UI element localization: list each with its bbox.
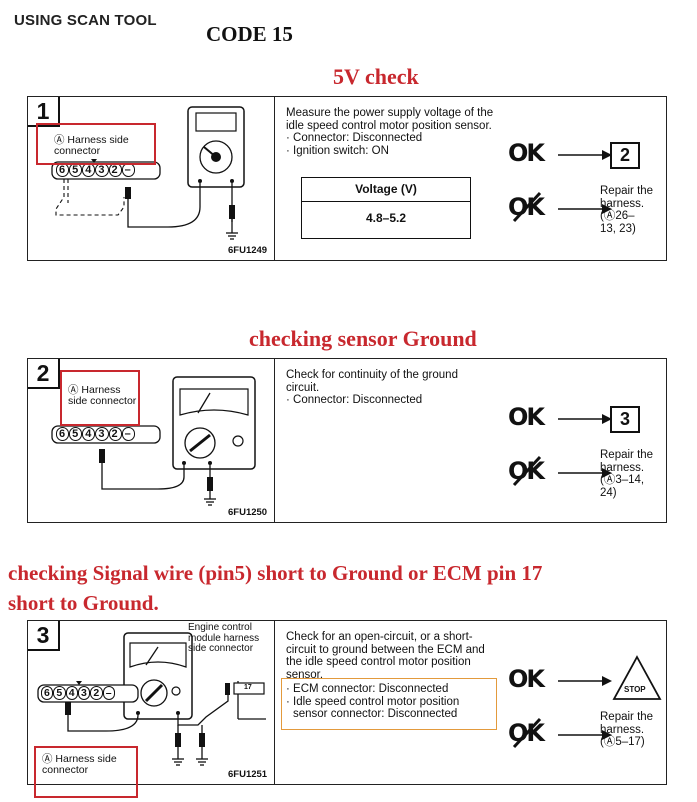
pin-label: 6 bbox=[56, 163, 69, 177]
pin-label: 2 bbox=[109, 163, 122, 177]
repair-line: Repair the bbox=[600, 449, 662, 462]
step1-connector-pins: 65432– bbox=[56, 164, 135, 176]
ng-icon: OK bbox=[508, 719, 543, 747]
arrow-right-icon bbox=[558, 673, 618, 693]
step2-connector-pins: 65432– bbox=[56, 428, 135, 440]
pin-label: – bbox=[122, 163, 135, 177]
repair-line: (Ⓐ3–14, bbox=[600, 474, 662, 487]
header-title: USING SCAN TOOL bbox=[14, 12, 157, 29]
panel-divider bbox=[274, 621, 275, 784]
panel-divider bbox=[274, 97, 275, 260]
repair-line: (Ⓐ26– bbox=[600, 210, 662, 223]
figure-code: 6FU1251 bbox=[228, 769, 267, 780]
pin-label: – bbox=[103, 686, 115, 700]
pin-label: 4 bbox=[82, 427, 95, 441]
repair-line: 13, 23) bbox=[600, 223, 662, 236]
pin-label: 5 bbox=[69, 427, 82, 441]
ecm-pin-label: 17 bbox=[244, 684, 252, 691]
ok-icon: OK bbox=[508, 403, 543, 431]
next-step-box: 3 bbox=[610, 406, 640, 433]
voltage-table-value: 4.8–5.2 bbox=[302, 202, 470, 234]
figure-code: 6FU1249 bbox=[228, 245, 267, 256]
pin-label: 5 bbox=[53, 686, 65, 700]
repair-note: Repair the harness. (Ⓐ26– 13, 23) bbox=[600, 185, 662, 235]
step3-connector-pins: 65432– bbox=[41, 687, 115, 699]
description-text: Measure the power supply voltage of the … bbox=[286, 107, 494, 132]
strike-icon bbox=[510, 191, 550, 225]
ecm-label: Engine control module harness side conne… bbox=[188, 623, 270, 655]
stop-icon bbox=[613, 655, 663, 703]
repair-note: Repair the harness. (Ⓐ5–17) bbox=[600, 711, 662, 749]
repair-note: Repair the harness. (Ⓐ3–14, 24) bbox=[600, 449, 662, 499]
pin-label: – bbox=[122, 427, 135, 441]
arrow-right-icon bbox=[558, 147, 618, 167]
repair-line: harness. bbox=[600, 462, 662, 475]
section3-heading-line2: short to Ground. bbox=[8, 591, 159, 616]
repair-line: harness. bbox=[600, 198, 662, 211]
code-title: CODE 15 bbox=[206, 22, 293, 47]
bullet-connector: · Connector: Disconnected bbox=[286, 394, 494, 407]
bullet-ignition: · Ignition switch: ON bbox=[286, 145, 494, 158]
ng-icon: OK bbox=[508, 193, 543, 221]
step2-description: Check for continuity of the ground circu… bbox=[286, 369, 494, 407]
pin-label: 4 bbox=[82, 163, 95, 177]
repair-line: 24) bbox=[600, 487, 662, 500]
pin-label: 6 bbox=[56, 427, 69, 441]
arrow-right-icon bbox=[558, 411, 618, 431]
repair-line: Repair the bbox=[600, 711, 662, 724]
callout-highlight bbox=[34, 746, 138, 798]
section1-heading: 5V check bbox=[333, 64, 419, 90]
pin-label: 3 bbox=[95, 427, 108, 441]
ok-icon: OK bbox=[508, 665, 543, 693]
stop-label: STOP bbox=[624, 685, 646, 694]
ng-icon: OK bbox=[508, 457, 543, 485]
figure-code: 6FU1250 bbox=[228, 507, 267, 518]
repair-line: Repair the bbox=[600, 185, 662, 198]
description-text: Check for an open-circuit, or a short-ci… bbox=[286, 631, 494, 681]
pin-label: 2 bbox=[109, 427, 122, 441]
next-step-box: 2 bbox=[610, 142, 640, 169]
ok-icon: OK bbox=[508, 139, 543, 167]
voltage-table-header: Voltage (V) bbox=[302, 178, 470, 202]
strike-icon bbox=[510, 717, 550, 751]
pin-label: 5 bbox=[69, 163, 82, 177]
highlight-box bbox=[281, 678, 497, 730]
step1-panel: 1 65432– Ⓐ Harness side connector 6FU124… bbox=[27, 96, 667, 261]
section2-heading: checking sensor Ground bbox=[249, 326, 477, 352]
pin-label: 4 bbox=[66, 686, 78, 700]
pin-label: 6 bbox=[41, 686, 53, 700]
pin-label: 2 bbox=[90, 686, 102, 700]
section3-heading-line1: checking Signal wire (pin5) short to Gro… bbox=[8, 561, 542, 586]
description-text: Check for continuity of the ground circu… bbox=[286, 369, 494, 394]
callout-highlight bbox=[36, 123, 156, 165]
callout-highlight bbox=[60, 370, 140, 426]
repair-line: (Ⓐ5–17) bbox=[600, 736, 662, 749]
step1-description: Measure the power supply voltage of the … bbox=[286, 107, 494, 157]
panel-divider bbox=[274, 359, 275, 522]
strike-icon bbox=[510, 455, 550, 489]
repair-line: harness. bbox=[600, 724, 662, 737]
pin-label: 3 bbox=[78, 686, 90, 700]
bullet-connector: · Connector: Disconnected bbox=[286, 132, 494, 145]
voltmeter-diagram bbox=[28, 97, 268, 260]
voltage-table: Voltage (V) 4.8–5.2 bbox=[301, 177, 471, 239]
pin-label: 3 bbox=[95, 163, 108, 177]
